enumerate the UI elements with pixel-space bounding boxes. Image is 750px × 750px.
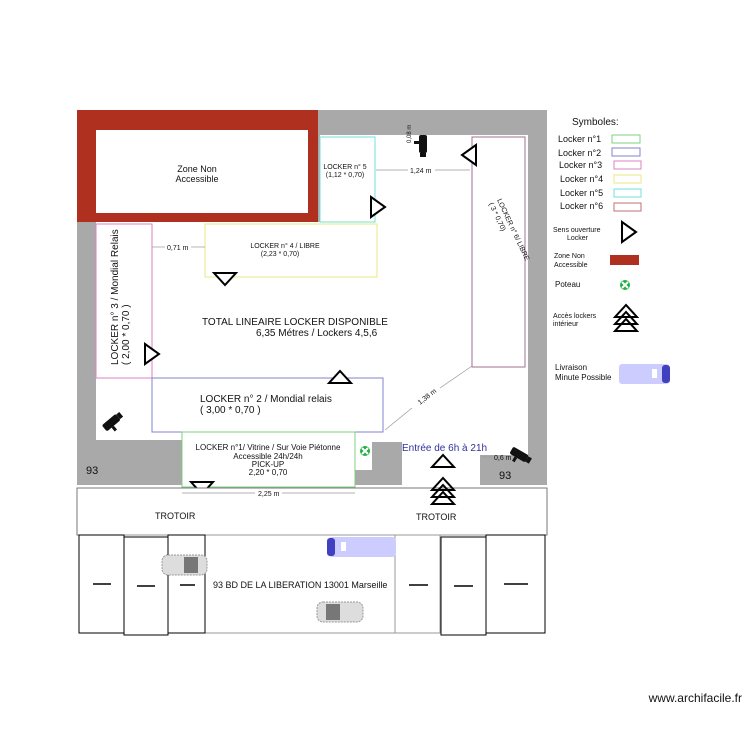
legend-locker-6: Locker n°6 bbox=[560, 201, 603, 211]
locker-3-size: ( 2,00 * 0,70 ) bbox=[121, 304, 132, 365]
legend-livraison-1: Livraison bbox=[555, 363, 587, 372]
legend-sens-2: Locker bbox=[567, 235, 589, 242]
dimension-225: 2,25 m bbox=[258, 491, 280, 498]
legend-zone-1: Zone Non bbox=[554, 253, 585, 260]
car-icon bbox=[161, 554, 208, 576]
locker-1[interactable]: LOCKER n°1/ Vitrine / Sur Voie Piétonne … bbox=[181, 431, 356, 495]
locker-2-size: ( 3,00 * 0,70 ) bbox=[200, 405, 261, 416]
locker-6[interactable]: LOCKER n° 6/ LIBRE ( 3 * 0,70) bbox=[461, 136, 531, 368]
legend-title: Symboles: bbox=[572, 117, 619, 128]
street-number-right: 93 bbox=[499, 470, 511, 482]
entrance-hours: Entrée de 6h à 21h bbox=[402, 443, 487, 454]
zone-label-1: Zone Non bbox=[177, 164, 217, 174]
legend-acces-2: intérieur bbox=[553, 321, 579, 328]
total-value: 6,35 Métres / Lockers 4,5,6 bbox=[256, 328, 378, 339]
legend-locker-2: Locker n°2 bbox=[558, 148, 601, 158]
zone-label-2: Accessible bbox=[175, 174, 218, 184]
locker-4[interactable]: LOCKER n° 4 / LIBRE (2,23 * 0,70) bbox=[204, 223, 378, 286]
sidewalk-label-left: TROTOIR bbox=[155, 511, 196, 521]
zone-non-accessible: Zone Non Accessible bbox=[77, 110, 318, 222]
legend: Symboles: Locker n°1 Locker n°2 Locker n… bbox=[553, 117, 670, 384]
locker-4-size: (2,23 * 0,70) bbox=[261, 251, 300, 258]
street-number-left: 93 bbox=[86, 465, 98, 477]
road bbox=[78, 534, 546, 636]
dimension-071: 0,71 m bbox=[167, 245, 189, 252]
legend-acces-1: Accès lockers bbox=[553, 313, 597, 320]
legend-sens-1: Sens ouverture bbox=[553, 227, 601, 234]
poteau-icon bbox=[359, 445, 371, 457]
locker-4-label: LOCKER n° 4 / LIBRE bbox=[250, 242, 320, 250]
legend-poteau: Poteau bbox=[555, 280, 580, 289]
locker-2-label: LOCKER n° 2 / Mondial relais bbox=[200, 394, 332, 405]
locker-5[interactable]: LOCKER n° 5 (1,12 * 0,70) bbox=[319, 136, 386, 223]
sidewalk-label-right: TROTOIR bbox=[416, 512, 457, 522]
watermark: www.archifacile.fr bbox=[648, 691, 742, 705]
legend-livraison-2: Minute Possible bbox=[555, 373, 612, 382]
van-icon bbox=[327, 537, 396, 557]
opening-direction-icon bbox=[621, 221, 637, 243]
car-icon bbox=[316, 601, 364, 623]
locker-3-label: LOCKER n° 3 / Mondial Relais bbox=[110, 229, 121, 365]
poteau-icon bbox=[619, 279, 631, 291]
locker-3[interactable]: LOCKER n° 3 / Mondial Relais ( 2,00 * 0,… bbox=[95, 223, 160, 379]
locker-1-label: LOCKER n°1/ Vitrine / Sur Voie Piétonne bbox=[196, 443, 341, 452]
locker-5-size: (1,12 * 0,70) bbox=[326, 172, 365, 179]
total-label: TOTAL LINEAIRE LOCKER DISPONIBLE bbox=[202, 317, 388, 328]
legend-locker-1: Locker n°1 bbox=[558, 134, 601, 144]
locker-1-type: PICK-UP bbox=[252, 460, 284, 469]
address-label: 93 BD DE LA LIBERATION 13001 Marseille bbox=[213, 580, 387, 590]
dimension-124: 1,24 m bbox=[410, 168, 432, 175]
access-interior-icon bbox=[614, 304, 638, 332]
legend-locker-3: Locker n°3 bbox=[559, 160, 602, 170]
legend-locker-4: Locker n°4 bbox=[560, 174, 603, 184]
locker-1-size: 2,20 * 0,70 bbox=[249, 468, 288, 477]
locker-1-access: Accessible 24h/24h bbox=[233, 452, 302, 461]
legend-zone-2: Accessible bbox=[554, 262, 588, 269]
legend-locker-5: Locker n°5 bbox=[560, 188, 603, 198]
dimensions bbox=[152, 169, 492, 458]
dimension-06: 0,6 m bbox=[494, 455, 512, 462]
locker-2[interactable]: LOCKER n° 2 / Mondial relais ( 3,00 * 0,… bbox=[151, 370, 384, 433]
sidewalk: TROTOIR TROTOIR bbox=[76, 487, 548, 536]
locker-5-label: LOCKER n° 5 bbox=[323, 163, 366, 171]
dimension-008: 0,08 m bbox=[407, 125, 413, 143]
